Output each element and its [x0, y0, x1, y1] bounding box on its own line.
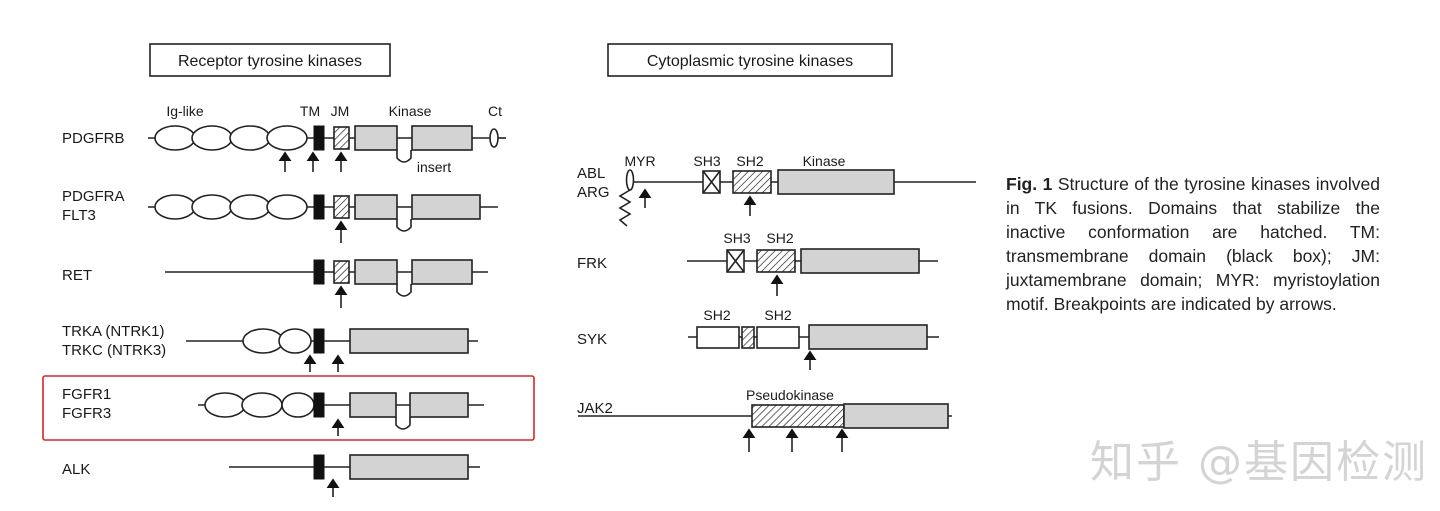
- sh2-label-syk-1: SH2: [703, 307, 730, 323]
- caption-label: Fig. 1: [1006, 174, 1053, 194]
- fgfr-highlight-box: [42, 375, 535, 441]
- kinase-label-abl: Kinase: [803, 153, 846, 169]
- abl-arg-diagram: [618, 169, 976, 227]
- row-label-alk: ALK: [62, 461, 90, 478]
- tm-label: TM: [300, 103, 320, 119]
- jak2-diagram: [578, 403, 952, 452]
- cytoplasmic-title: Cytoplasmic tyrosine kinases: [607, 43, 893, 77]
- row-label-syk: SYK: [577, 331, 607, 348]
- ret-diagram: [165, 259, 488, 308]
- pseudokinase-label: Pseudokinase: [746, 387, 834, 403]
- syk-diagram: [688, 324, 939, 370]
- caption-text: Structure of the tyrosine kinases involv…: [1006, 174, 1380, 314]
- sh3-label-abl: SH3: [693, 153, 720, 169]
- sh3-label-frk: SH3: [723, 230, 750, 246]
- sh2-label-syk-2: SH2: [764, 307, 791, 323]
- myr-label: MYR: [624, 153, 655, 169]
- row-label-trka-trkc: TRKA (NTRK1)TRKC (NTRK3): [62, 323, 166, 359]
- insert-label: insert: [417, 159, 451, 175]
- trka-trkc-diagram: [186, 328, 478, 372]
- kinase-label: Kinase: [389, 103, 432, 119]
- svg-text:Receptor tyrosine kinases: Receptor tyrosine kinases: [178, 53, 362, 70]
- svg-text:Cytoplasmic tyrosine kinases: Cytoplasmic tyrosine kinases: [647, 53, 853, 70]
- figure-caption: Fig. 1 Structure of the tyrosine kinases…: [1006, 172, 1380, 316]
- watermark: 知乎 @基因检测: [1090, 437, 1428, 488]
- ct-label: Ct: [488, 103, 502, 119]
- row-label-pdgfrb: PDGFRB: [62, 130, 125, 147]
- fgfr-diagram: [198, 392, 484, 436]
- sh2-label-frk: SH2: [766, 230, 793, 246]
- pdgfra-flt3-diagram: [148, 194, 498, 243]
- jm-label: JM: [331, 103, 350, 119]
- row-label-ret: RET: [62, 267, 92, 284]
- alk-diagram: [229, 454, 480, 497]
- row-label-jak2: JAK2: [577, 400, 613, 417]
- sh2-label-abl: SH2: [736, 153, 763, 169]
- ig-like-label: Ig-like: [166, 103, 204, 119]
- receptor-title: Receptor tyrosine kinases: [149, 43, 391, 77]
- row-label-frk: FRK: [577, 255, 607, 272]
- pdgfrb-diagram: [148, 125, 506, 172]
- frk-diagram: [687, 248, 938, 296]
